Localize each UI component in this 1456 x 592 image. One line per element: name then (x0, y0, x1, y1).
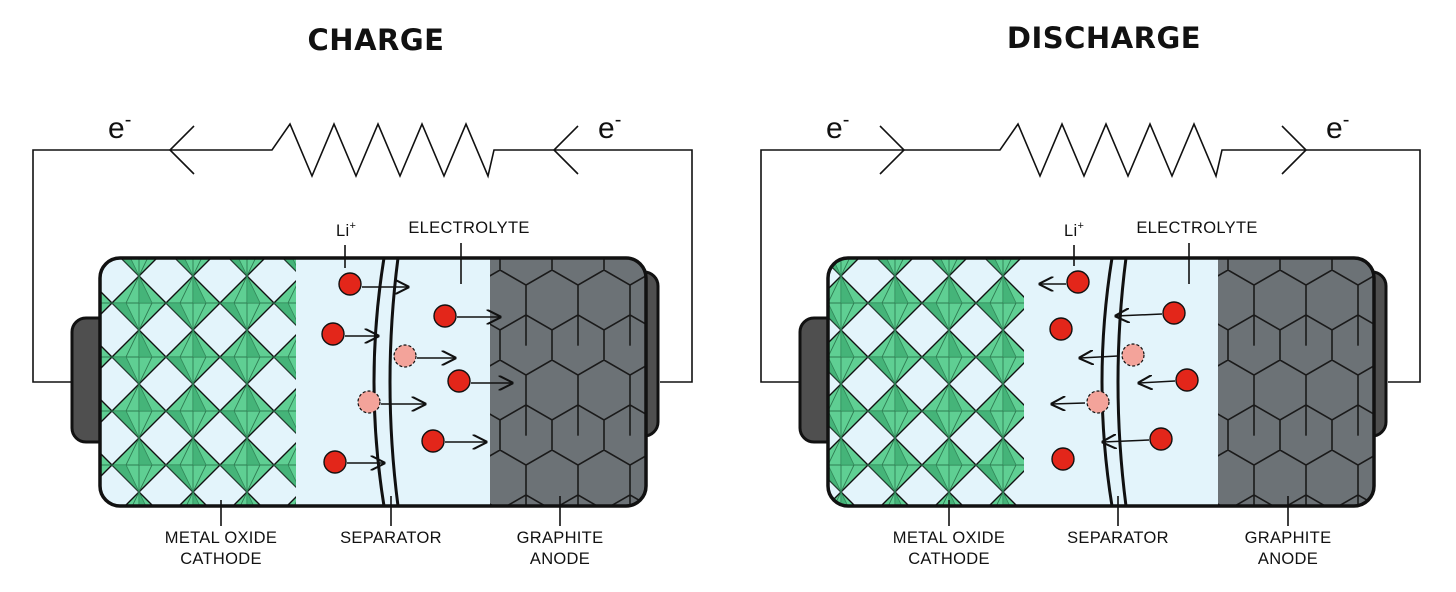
electron-arrow-icon (1281, 125, 1308, 175)
charge-panel: CHARGE e- e- (32, 23, 693, 568)
lithium-ion (421, 429, 445, 453)
lithium-ion (1162, 301, 1186, 325)
lithium-ion (1051, 447, 1075, 471)
circuit-wire (32, 121, 693, 383)
panel-title: DISCHARGE (1007, 21, 1201, 55)
lithium-ion (1149, 427, 1173, 451)
metal-oxide-cathode (828, 258, 1024, 506)
electron-label: e- (108, 109, 131, 145)
lithium-ions (1049, 270, 1199, 471)
lithium-ion (357, 390, 381, 414)
arrow-icon (1116, 314, 1163, 316)
circuit-wire (760, 121, 1421, 383)
electron-arrow-icon (879, 125, 906, 175)
lithium-ion (1086, 390, 1110, 414)
ion-arrows (345, 287, 512, 463)
anode-label: GRAPHITE (517, 529, 604, 547)
electron-label: e- (1326, 109, 1349, 145)
lithium-ion (1121, 343, 1145, 367)
ion-arrows (1040, 284, 1176, 442)
anode-label: ANODE (530, 550, 590, 568)
lithium-ion (321, 322, 345, 346)
lithium-ion (447, 369, 471, 393)
lithium-ion (433, 304, 457, 328)
battery-casing (826, 256, 1376, 508)
separator (1100, 257, 1128, 507)
cathode-label: CATHODE (908, 550, 990, 568)
battery-casing (98, 256, 648, 508)
metal-oxide-cathode (100, 258, 296, 506)
ion-label: Li+ (336, 220, 356, 240)
panel-title: CHARGE (308, 23, 445, 57)
lithium-ions (321, 272, 471, 474)
lithium-ion (323, 450, 347, 474)
cathode-label: METAL OXIDE (893, 529, 1005, 547)
arrow-icon (1103, 440, 1150, 442)
electrolyte-label: ELECTROLYTE (1136, 219, 1257, 237)
electrolyte-label: ELECTROLYTE (408, 219, 529, 237)
electron-label: e- (598, 109, 621, 145)
lithium-ion (1049, 317, 1073, 341)
anode-label: GRAPHITE (1245, 529, 1332, 547)
electron-arrow-icon (168, 125, 195, 175)
arrow-icon (1080, 356, 1119, 358)
anode-label: ANODE (1258, 550, 1318, 568)
graphite-anode (1218, 258, 1374, 506)
lithium-ion (1175, 368, 1199, 392)
discharge-panel: DISCHARGE e- e- (760, 21, 1421, 568)
arrow-icon (1052, 403, 1086, 404)
arrow-icon (1139, 381, 1176, 383)
electron-arrow-icon (552, 125, 579, 175)
lithium-ion (338, 272, 362, 296)
separator-label: SEPARATOR (1067, 529, 1169, 547)
electron-label: e- (826, 109, 849, 145)
lithium-ion (393, 344, 417, 368)
cathode-label: METAL OXIDE (165, 529, 277, 547)
cathode-label: CATHODE (180, 550, 262, 568)
lithium-ion (1066, 270, 1090, 294)
ion-label: Li+ (1064, 220, 1084, 240)
separator-label: SEPARATOR (340, 529, 442, 547)
graphite-anode (490, 258, 646, 506)
